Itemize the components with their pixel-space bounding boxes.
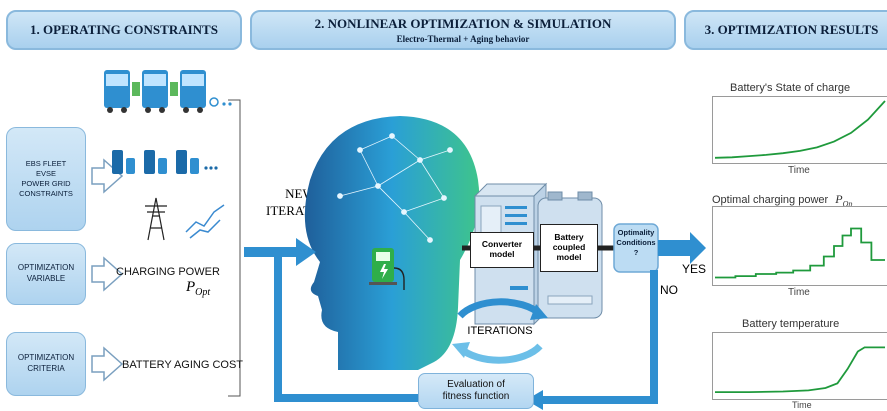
temp-chart-title: Battery temperature (742, 318, 840, 330)
header-title: 1. OPERATING CONSTRAINTS (30, 22, 218, 37)
power-symbol-p: P (835, 192, 843, 206)
power-time-label: Time (788, 287, 810, 298)
power-symbol: POp (835, 192, 853, 209)
bus-fleet-icon (104, 70, 232, 113)
hollow-arrow-icon (91, 158, 124, 194)
power-chart (715, 227, 885, 279)
yes-arrow (658, 232, 706, 264)
hollow-arrow-icon (91, 256, 124, 292)
temp-chart-panel (712, 332, 887, 400)
series-line (715, 346, 885, 393)
power-title-text: Optimal charging power (712, 194, 829, 206)
constraints-box: EBS FLEET EVSE POWER GRID CONSTRAINTS (6, 127, 86, 231)
power-chart-panel (712, 206, 887, 286)
head-silhouette (304, 116, 480, 370)
battery-coupled-model-box: Battery coupled model (540, 224, 598, 272)
bracket (228, 99, 241, 397)
cycle-arrowhead (452, 342, 470, 358)
header-optimization-results: 3. OPTIMIZATION RESULTS (684, 10, 887, 50)
temp-time-label: Time (792, 400, 812, 410)
series-line (715, 227, 885, 279)
power-grid-icon (145, 197, 167, 241)
iteration-cycle-icon (457, 298, 543, 364)
power-symbol-sub: Op (842, 199, 853, 209)
p-opt-symbol: POpt (186, 279, 210, 298)
iterations-label: ITERATIONS (467, 325, 533, 337)
header-operating-constraints: 1. OPERATING CONSTRAINTS (6, 10, 242, 50)
ev-charger-icon (369, 248, 405, 290)
header-title: 2. NONLINEAR OPTIMIZATION & SIMULATION (314, 16, 612, 31)
yes-label: YES (682, 262, 707, 276)
soc-chart-panel (712, 96, 887, 164)
hollow-arrow-icon (91, 346, 124, 382)
temp-chart (715, 346, 885, 393)
hollow-arrows (91, 158, 124, 382)
header-title: 3. OPTIMIZATION RESULTS (704, 22, 879, 37)
battery-aging-cost-label: BATTERY AGING COST (122, 359, 244, 371)
return-path (274, 252, 418, 402)
trend-chart-icon (185, 204, 225, 239)
p-opt-subscript: Opt (195, 287, 211, 298)
charging-power-label: CHARGING POWER (116, 266, 220, 278)
feedback-arrowhead (526, 390, 543, 410)
no-label: NO (660, 283, 678, 297)
header-subtitle: Electro-Thermal + Aging behavior (396, 34, 530, 44)
power-chart-title: Optimal charging power POp (712, 192, 852, 208)
neural-network-icon (337, 133, 453, 243)
evaluation-fitness-box: Evaluation of fitness function (418, 373, 534, 409)
optimization-criteria-box: OPTIMIZATION CRITERIA (6, 332, 86, 396)
p-symbol: P (186, 279, 196, 295)
no-feedback-path (540, 270, 658, 404)
optimization-variable-box: OPTIMIZATION VARIABLE (6, 243, 86, 305)
soc-chart-title: Battery's State of charge (730, 82, 851, 94)
cycle-arrowhead (530, 304, 548, 320)
optimality-conditions-label: Optimality Conditions ? (616, 228, 656, 257)
header-nonlinear-optimization: 2. NONLINEAR OPTIMIZATION & SIMULATION E… (250, 10, 676, 50)
soc-chart (714, 100, 886, 159)
charging-station-icon (112, 150, 218, 174)
soc-time-label: Time (788, 165, 810, 176)
converter-model-box: Converter model (470, 232, 534, 268)
series-line (714, 100, 886, 159)
